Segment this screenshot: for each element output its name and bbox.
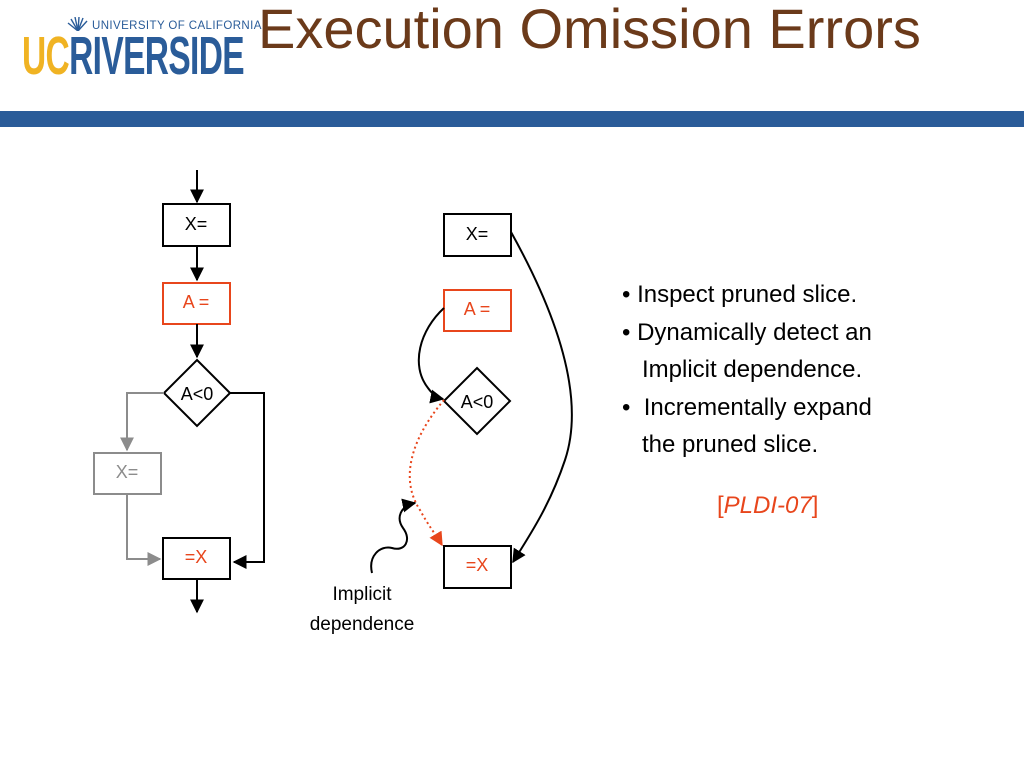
logo-wordmark: UCRIVERSIDE [22,26,245,86]
slide-title: Execution Omission Errors [258,0,921,60]
logo-uc: UC [22,26,70,86]
bullet-line: Implicit dependence. [622,356,863,383]
left-x-assign-label: X= [185,214,208,234]
left-a-assign-label: A = [183,292,210,312]
gray-merge-arrow [126,494,162,566]
logo-riverside: RIVERSIDE [69,26,245,86]
left-x-assign-skipped-node [93,452,162,495]
mid-x-assign-node [443,213,512,257]
middle-slice-diagram: X= A = A<0 =X Implicit dependence [310,213,573,635]
citation-text: PLDI-07 [723,492,812,519]
left-cond-node [162,358,232,428]
header-bar [0,111,1024,127]
left-flowchart: X= A = A<0 X= =X [93,170,265,614]
left-use-x-node [162,537,231,580]
logo-university-text: UNIVERSITY OF CALIFORNIA [92,20,262,32]
left-x-assign-node [162,203,231,247]
sunburst-icon [67,17,88,31]
uc-riverside-logo: UNIVERSITY OF CALIFORNIA UCRIVERSIDE [22,14,261,84]
left-x-assign-skipped-label: X= [116,462,139,482]
mid-use-x-node [443,545,512,589]
mid-cond-label: A<0 [461,392,494,412]
bullet-list: • Inspect pruned slice. • Dynamically de… [622,276,872,464]
implicit-dependence-arrow [408,399,445,547]
false-branch-arrow [230,392,265,569]
bullet-line: the pruned slice. [622,431,819,458]
citation-close: ] [811,492,819,519]
annotation-line-2: dependence [310,614,415,635]
mid-a-assign-node [443,289,512,332]
gray-branch-arrow [120,392,164,452]
data-dependence-arrow [510,231,573,564]
control-dependence-arrow [417,307,445,404]
left-use-x-label: =X [185,547,208,567]
bullet-line: • Inspect pruned slice. [622,281,858,308]
mid-cond-node [442,366,512,436]
mid-use-x-label: =X [466,555,489,575]
citation: [PLDI-07] [717,492,818,520]
annotation-line-1: Implicit [332,584,392,605]
mid-a-assign-label: A = [464,299,491,319]
bullet-line: • Dynamically detect an [622,318,872,346]
citation-open: [ [717,492,724,519]
annotation-pointer-arrow [370,498,417,574]
mid-x-assign-label: X= [466,224,489,244]
bullet-line: • Incrementally expand [622,393,872,421]
left-cond-label: A<0 [181,384,214,404]
